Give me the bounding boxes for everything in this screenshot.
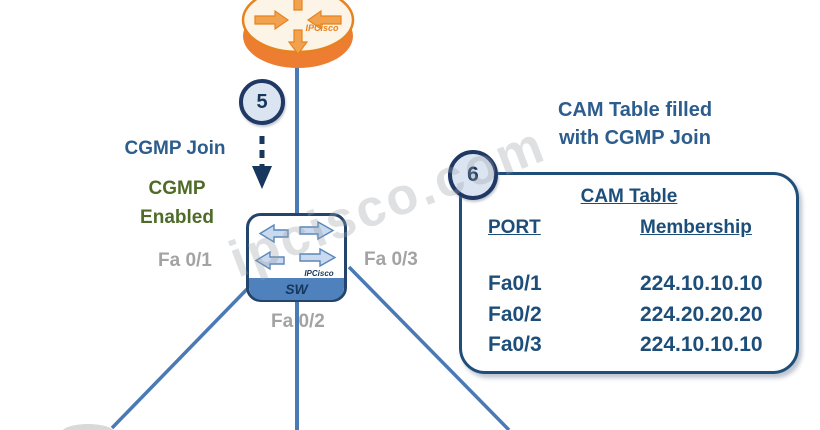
cgmp-enabled-label: CGMP Enabled xyxy=(118,174,236,232)
switch-arrow-right1-icon xyxy=(299,220,335,241)
cam-header-membership: Membership xyxy=(640,217,752,238)
switch-icon: IPCisco SW xyxy=(246,213,347,302)
cam-table-box: CAM Table PORT Membership Fa0/1 224.10.1… xyxy=(459,172,799,374)
switch-arrow-left2-icon xyxy=(254,250,285,271)
arrow-left-icon xyxy=(306,9,342,31)
router-icon: IPCisco xyxy=(241,0,355,68)
link-fa03 xyxy=(347,265,511,430)
port-label-fa03: Fa 0/3 xyxy=(364,249,418,270)
arrow-up-icon xyxy=(293,0,303,11)
cam-filled-line1: CAM Table filled xyxy=(557,99,713,121)
cam-row-membership: 224.10.10.10 xyxy=(640,272,763,295)
cgmp-enabled-line1: CGMP xyxy=(148,178,206,199)
step-6-number: 6 xyxy=(467,163,479,186)
cgmp-join-label: CGMP Join xyxy=(124,138,226,159)
cam-filled-line2: with CGMP Join xyxy=(559,127,711,149)
arrow-right-icon xyxy=(254,9,290,31)
link-fa01 xyxy=(110,283,253,430)
cam-row-membership: 224.10.10.10 xyxy=(640,333,763,356)
switch-brand-label: IPCisco xyxy=(304,269,333,278)
arrow-down-icon xyxy=(287,29,309,55)
switch-arrow-left1-icon xyxy=(258,223,289,244)
step-6-badge: 6 xyxy=(448,150,498,200)
port-label-fa02: Fa 0/2 xyxy=(271,311,325,332)
cam-row-port: Fa0/2 xyxy=(488,303,542,326)
switch-name-bar xyxy=(249,278,344,300)
switch-arrow-right2-icon xyxy=(299,247,337,268)
step-5-badge: 5 xyxy=(239,79,285,125)
cam-row-port: Fa0/3 xyxy=(488,333,542,356)
cam-row-membership: 224.20.20.20 xyxy=(640,303,763,326)
step-5-number: 5 xyxy=(256,90,268,113)
switch-name-label: SW xyxy=(285,281,309,297)
cam-table-title: CAM Table xyxy=(580,186,678,207)
port-label-fa01: Fa 0/1 xyxy=(158,250,212,271)
cam-row-port: Fa0/1 xyxy=(488,272,542,295)
router-brand-label: IPCisco xyxy=(305,23,339,33)
cgmp-join-arrow-head xyxy=(252,166,272,189)
cam-filled-caption: CAM Table filled with CGMP Join xyxy=(528,96,742,152)
cam-header-port: PORT xyxy=(488,217,541,238)
cutoff-device xyxy=(62,424,114,430)
cgmp-enabled-line2: Enabled xyxy=(140,207,214,228)
